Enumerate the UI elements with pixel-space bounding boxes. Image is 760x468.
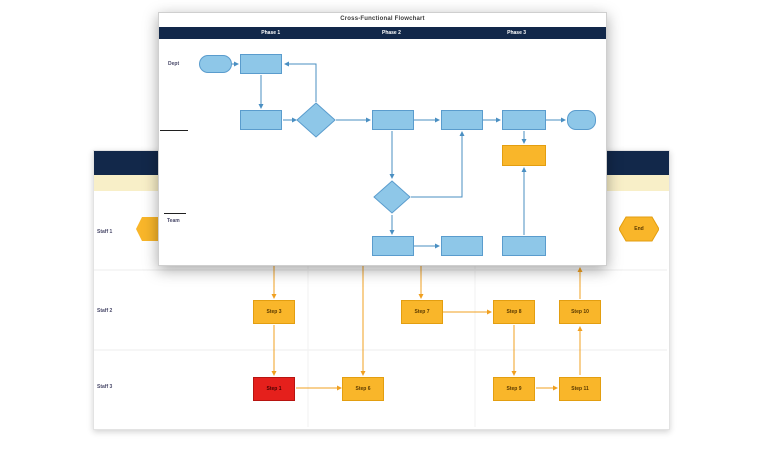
- front-task-h[interactable]: [502, 236, 546, 256]
- front-decision-2[interactable]: [373, 180, 411, 214]
- front-task-b[interactable]: [240, 110, 282, 130]
- front-step-d[interactable]: [441, 110, 483, 130]
- back-end-terminal[interactable]: End: [619, 216, 659, 242]
- front-task-f[interactable]: [372, 236, 414, 256]
- front-lane-label-1: Dept: [168, 61, 180, 67]
- front-end-terminal[interactable]: [567, 110, 596, 130]
- front-task-a[interactable]: [240, 54, 282, 74]
- back-step-6[interactable]: Step 6: [342, 377, 384, 401]
- front-lane-label-3: Team: [167, 218, 180, 224]
- back-lane-label-2: Staff 2: [97, 308, 113, 314]
- front-review-step[interactable]: [502, 145, 546, 166]
- back-lane-label-3: Staff 3: [97, 384, 113, 390]
- front-lane-divider-2: [164, 213, 186, 214]
- column-header-2: Phase 2: [381, 30, 401, 36]
- back-start-terminal[interactable]: [136, 216, 162, 242]
- front-title: Cross-Functional Flowchart: [340, 16, 425, 22]
- column-header-3: Phase 3: [507, 30, 527, 36]
- back-step-8[interactable]: Step 8: [493, 300, 535, 324]
- front-column-header: Phase 1 Phase 2 Phase 3: [159, 27, 606, 39]
- front-start-terminal[interactable]: [199, 55, 232, 73]
- front-step-c[interactable]: [372, 110, 414, 130]
- back-step-7[interactable]: Step 7: [401, 300, 443, 324]
- front-step-e[interactable]: [502, 110, 546, 130]
- back-step-9[interactable]: Step 9: [493, 377, 535, 401]
- foreground-flowchart-sheet: Cross-Functional Flowchart Phase 1 Phase…: [158, 12, 607, 266]
- back-step-1[interactable]: Step 1: [253, 377, 295, 401]
- front-task-g[interactable]: [441, 236, 483, 256]
- back-step-3[interactable]: Step 3: [253, 300, 295, 324]
- back-end-label: End: [634, 226, 644, 232]
- column-header-1: Phase 1: [261, 30, 281, 36]
- front-decision-1[interactable]: [296, 102, 336, 138]
- back-lane-label-1: Staff 1: [97, 229, 113, 235]
- back-step-11[interactable]: Step 11: [559, 377, 601, 401]
- front-lane-divider-1: [160, 130, 188, 131]
- back-step-10[interactable]: Step 10: [559, 300, 601, 324]
